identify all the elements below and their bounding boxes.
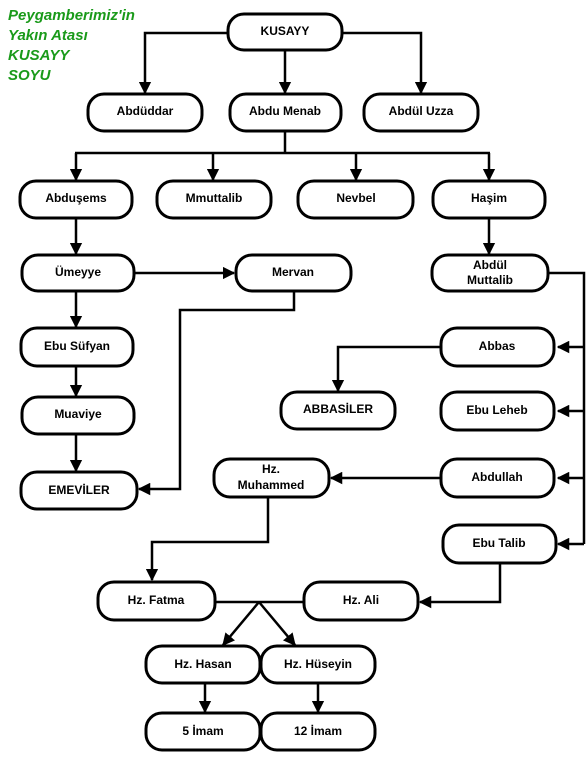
node-abduddar: Abdüddar (86, 92, 204, 133)
node-abdusems: Abduşems (18, 179, 134, 220)
node-kusayy: KUSAYY (226, 12, 344, 52)
node-emeviler-label: EMEVİLER (48, 482, 110, 497)
node-12-imam-label: 12 İmam (294, 723, 342, 738)
node-abbasiler-label: ABBASİLER (303, 401, 373, 416)
node-hz-hasan-label: Hz. Hasan (174, 657, 231, 671)
node-muaviye-label: Muaviye (54, 407, 102, 421)
edge-abdul-muttalib-spine (548, 271, 586, 544)
node-hz-muhammed: Hz. Muhammed (212, 457, 331, 499)
node-hz-ali-label: Hz. Ali (343, 593, 379, 607)
node-mervan-label: Mervan (272, 265, 314, 279)
edge-kusayy-abdul-uzza (342, 31, 428, 95)
node-hz-ali: Hz. Ali (302, 580, 420, 622)
node-ebu-leheb: Ebu Leheb (439, 390, 556, 432)
node-hz-fatma-label: Hz. Fatma (128, 593, 185, 607)
diagram-title: Peygamberimiz'in Yakın Atası KUSAYY SOYU (8, 6, 135, 86)
node-nevbel-label: Nevbel (336, 191, 375, 205)
node-ebu-sufyan: Ebu Süfyan (19, 326, 135, 368)
edge-mervan-emeviler (137, 291, 296, 496)
node-abdullah-label: Abdullah (471, 470, 522, 484)
title-line-4: SOYU (8, 67, 51, 84)
node-ebu-talib-label: Ebu Talib (472, 536, 525, 550)
title-line-2: Yakın Atası (8, 27, 88, 44)
node-abdullah: Abdullah (439, 457, 556, 499)
node-5-imam: 5 İmam (144, 711, 262, 752)
node-muaviye: Muaviye (20, 395, 136, 436)
node-ebu-talib: Ebu Talib (441, 523, 558, 565)
node-abdu-menab: Abdu Menab (228, 92, 343, 133)
node-hz-huseyin-label: Hz. Hüseyin (284, 657, 352, 671)
node-12-imam: 12 İmam (259, 711, 377, 752)
node-mervan: Mervan (234, 253, 353, 293)
node-hasim: Haşim (431, 179, 547, 220)
node-hz-muhammed-label-1: Hz. (262, 462, 280, 476)
edges (69, 31, 586, 714)
node-abdul-uzza-label: Abdül Uzza (389, 104, 454, 118)
node-5-imam-label: 5 İmam (182, 723, 223, 738)
edge-ebu-talib-hz-ali (418, 563, 502, 609)
node-abdul-muttalib: Abdül Muttalib (430, 253, 550, 293)
node-ebu-leheb-label: Ebu Leheb (466, 403, 527, 417)
node-abdul-muttalib-label-1: Abdül (473, 258, 507, 272)
edge-kusayy-abduddar (138, 31, 228, 95)
node-abdul-muttalib-label-2: Muttalib (467, 273, 513, 287)
node-abbas-label: Abbas (479, 339, 516, 353)
node-abdul-uzza: Abdül Uzza (362, 92, 480, 133)
node-kusayy-label: KUSAYY (261, 24, 310, 38)
node-umeyye-label: Ümeyye (55, 264, 101, 279)
node-mmuttalib: Mmuttalib (155, 179, 273, 220)
edge-hz-muhammed-hz-fatma (145, 497, 270, 582)
node-hasim-label: Haşim (471, 191, 507, 205)
title-line-3: KUSAYY (8, 47, 70, 64)
node-hz-muhammed-label-2: Muhammed (238, 478, 305, 492)
node-abbas: Abbas (439, 326, 556, 368)
node-hz-hasan: Hz. Hasan (144, 644, 262, 685)
node-nevbel: Nevbel (296, 179, 415, 220)
node-abdu-menab-label: Abdu Menab (249, 104, 321, 118)
node-abbasiler: ABBASİLER (279, 390, 397, 431)
node-ebu-sufyan-label: Ebu Süfyan (44, 339, 110, 353)
node-emeviler: EMEVİLER (19, 470, 139, 511)
edge-abbas-abbasiler (331, 345, 441, 393)
edge-to-hz-huseyin (258, 601, 296, 646)
edge-to-hz-hasan (222, 601, 260, 646)
node-mmuttalib-label: Mmuttalib (186, 191, 243, 205)
node-abduddar-label: Abdüddar (117, 104, 174, 118)
node-umeyye: Ümeyye (20, 253, 136, 293)
node-abdusems-label: Abduşems (45, 191, 107, 205)
title-line-1: Peygamberimiz'in (8, 7, 135, 24)
node-hz-fatma: Hz. Fatma (96, 580, 217, 622)
node-hz-huseyin: Hz. Hüseyin (259, 644, 377, 685)
